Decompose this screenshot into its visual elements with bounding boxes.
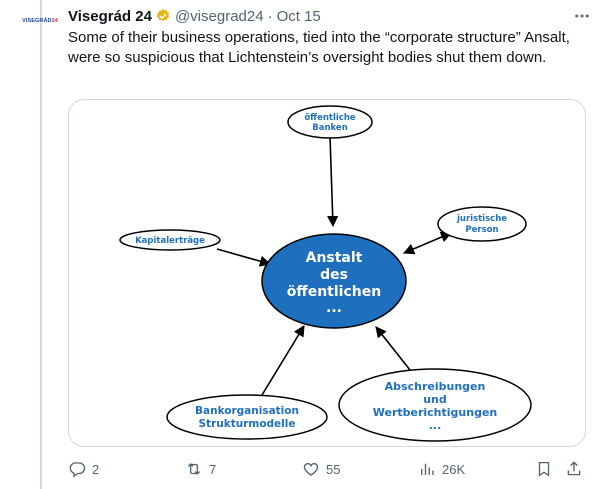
arrow-writedowns-center <box>375 326 411 371</box>
banks-label-1: öffentliche <box>304 113 356 123</box>
center-label-4: ... <box>326 300 342 316</box>
center-label-2: des <box>320 267 348 283</box>
author-name[interactable]: Visegrád 24 <box>68 7 152 25</box>
bankorg-label-2: Strukturmodelle <box>198 418 295 430</box>
like-button[interactable]: 55 <box>302 455 340 483</box>
bankorg-label-1: Bankorganisation <box>195 405 299 417</box>
reply-count: 2 <box>92 461 100 477</box>
like-icon <box>303 462 319 476</box>
like-count: 55 <box>326 461 341 477</box>
capital-label: Kapitalerträge <box>135 236 205 246</box>
bookmark-button[interactable] <box>535 455 559 483</box>
share-icon <box>567 461 581 476</box>
retweet-button[interactable]: 7 <box>185 455 216 483</box>
reply-icon <box>69 462 86 478</box>
reply-button[interactable]: 2 <box>68 455 99 483</box>
center-label-1: Anstalt <box>306 250 363 266</box>
arrow-banks-center <box>327 135 339 228</box>
verified-badge-icon <box>155 8 171 24</box>
center-node <box>261 233 407 329</box>
author-handle[interactable]: @visegrad24 <box>174 7 264 25</box>
avatar-text: VISEGRÁD <box>22 18 52 24</box>
retweet-count: 7 <box>209 461 217 477</box>
legal-label-1: juristische <box>456 214 507 224</box>
bankorg-node <box>166 394 328 440</box>
writedowns-node <box>338 368 532 442</box>
bookmark-icon <box>538 461 550 477</box>
capital-node <box>119 229 221 251</box>
banks-node <box>287 105 373 139</box>
tweet-date[interactable]: Oct 15 <box>276 7 321 25</box>
banks-label-2: Banken <box>312 123 348 133</box>
views-count: 26K <box>442 461 466 477</box>
views-button[interactable]: 26K <box>418 455 465 483</box>
writedowns-label-2: und <box>423 393 447 406</box>
writedowns-label-4: ... <box>429 419 442 432</box>
center-label-3: öffentlichen <box>287 284 381 300</box>
diagram: Anstalt des öffentlichen ... öffentliche… <box>119 105 532 442</box>
legal-node <box>437 206 527 242</box>
retweet-icon <box>187 463 201 475</box>
tweet-image[interactable]: Anstalt des öffentlichen ... öffentliche… <box>68 99 586 447</box>
thread-line <box>40 0 42 489</box>
arrow-capital-center <box>216 248 272 267</box>
views-icon <box>421 463 434 475</box>
tweet-text: Some of their business operations, tied … <box>68 29 570 66</box>
more-icon[interactable] <box>572 6 592 26</box>
share-button[interactable] <box>565 455 589 483</box>
arrow-bankorg-center <box>261 325 305 396</box>
avatar-text-red: 24 <box>51 18 58 24</box>
action-bar: 2 7 55 26K <box>68 455 588 483</box>
legal-label-2: Person <box>465 225 498 235</box>
writedowns-label-1: Abschreibungen <box>385 380 486 393</box>
tweet-header: Visegrád 24 @visegrad24 · Oct 15 <box>68 6 594 26</box>
arrow-center-legal <box>402 231 453 255</box>
writedowns-label-3: Wertberichtigungen <box>373 406 498 419</box>
separator-dot: · <box>267 7 273 25</box>
